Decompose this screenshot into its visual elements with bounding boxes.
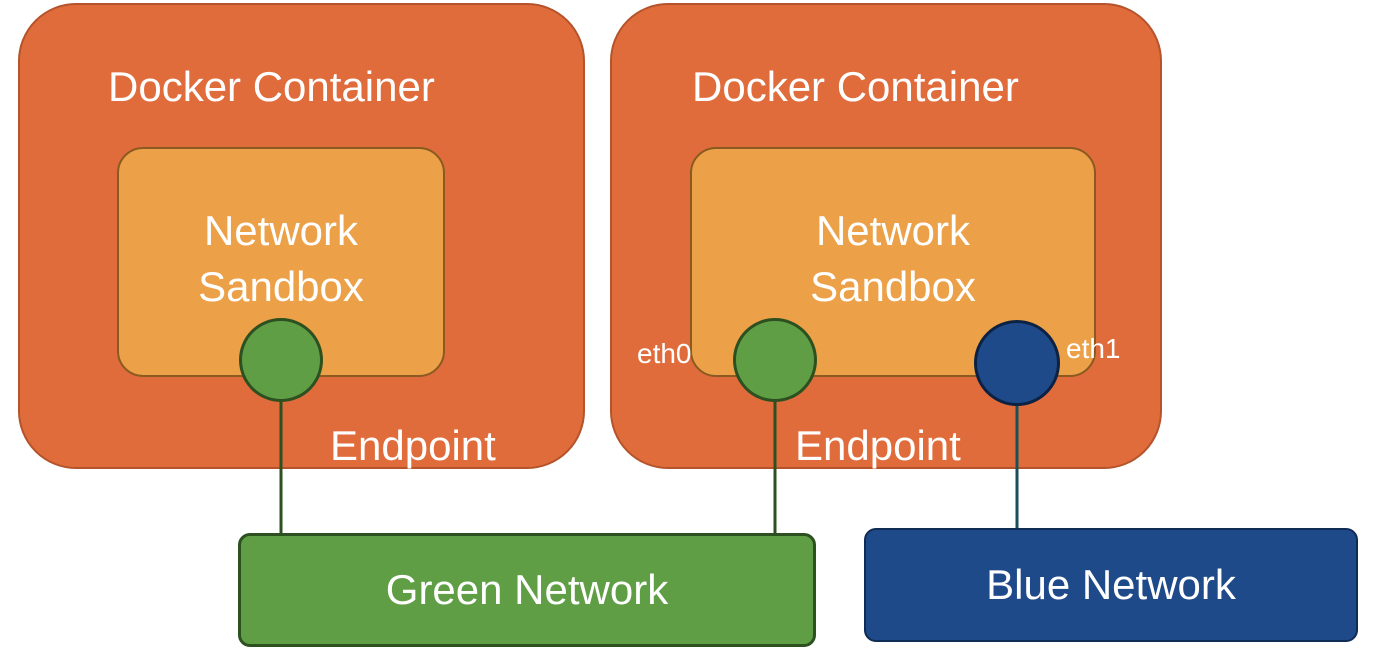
endpoint-label-2: Endpoint bbox=[795, 422, 961, 469]
endpoint-label-1: Endpoint bbox=[330, 422, 496, 469]
interface-label-eth0: eth0 bbox=[637, 338, 692, 369]
green-network: Green Network bbox=[238, 533, 816, 647]
sandbox-2-line1: Network bbox=[815, 207, 971, 254]
sandbox-1-label: Network Sandbox bbox=[117, 203, 445, 315]
blue-network: Blue Network bbox=[864, 528, 1358, 642]
interface-label-eth1: eth1 bbox=[1066, 333, 1121, 364]
container-2-title: Docker Container bbox=[692, 63, 1019, 110]
green-network-label: Green Network bbox=[385, 566, 669, 613]
endpoint-eth0 bbox=[733, 318, 817, 402]
endpoint-eth1 bbox=[974, 320, 1060, 406]
sandbox-2-line2: Sandbox bbox=[810, 263, 976, 310]
container-1-title: Docker Container bbox=[108, 63, 435, 110]
sandbox-1-line2: Sandbox bbox=[198, 263, 364, 310]
endpoint-1 bbox=[239, 318, 323, 402]
blue-network-label: Blue Network bbox=[986, 561, 1236, 608]
sandbox-1-line1: Network bbox=[203, 207, 359, 254]
sandbox-2-label: Network Sandbox bbox=[690, 203, 1096, 315]
